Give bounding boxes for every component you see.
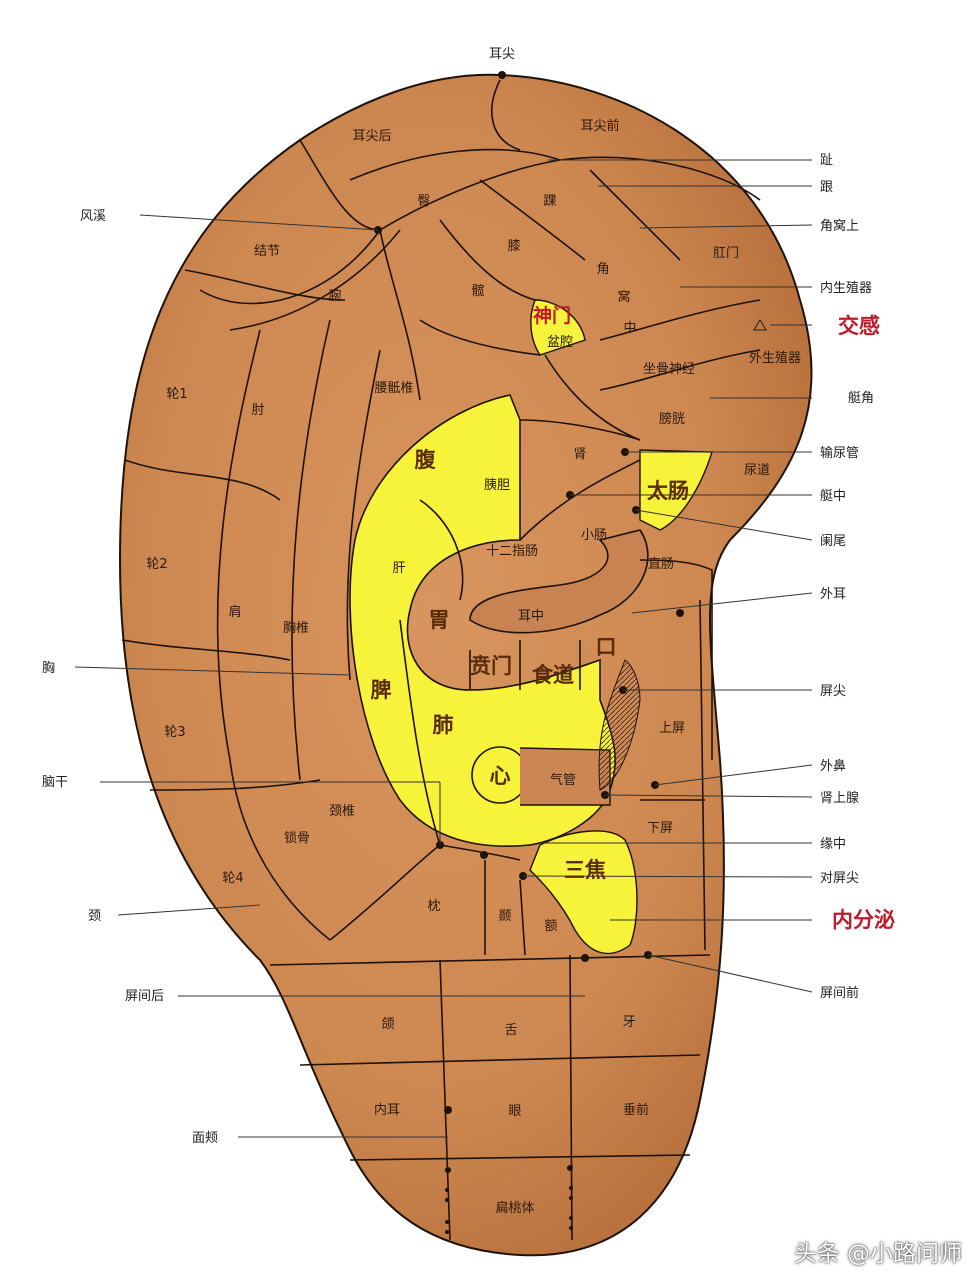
region-label: 眼 (508, 1104, 521, 1119)
label-left: 屏间后 (125, 989, 164, 1004)
region-label: 尿道 (744, 463, 770, 478)
region-label: 腕 (328, 288, 341, 304)
label-right: 外鼻 (820, 758, 846, 774)
region-label: 心 (490, 764, 511, 788)
region-label: 髋 (471, 283, 484, 299)
label-right: 角窝上 (820, 218, 859, 234)
region-label: 腹 (415, 448, 437, 472)
label-left: 风溪 (80, 209, 106, 224)
region-label: 坐骨神经 (643, 362, 695, 377)
region-label: 肛门 (713, 246, 739, 261)
region-label: 神门 (533, 304, 571, 327)
leader-lines (74, 159, 813, 1138)
region-label: 口 (596, 635, 617, 659)
label-red-sympathetic: 交感 (838, 314, 880, 338)
region-label: 枕 (427, 899, 440, 914)
ear-outline (118, 73, 813, 1257)
region-label: 肘 (251, 403, 264, 418)
label-left: 胸 (42, 661, 55, 676)
label-left: 脑干 (42, 775, 68, 790)
label-right: 艇中 (820, 489, 846, 504)
right-labels: 趾 跟 角窝上 内生殖器 输尿管 艇中 阑尾 外耳 屏尖 外鼻 肾上腺 缘中 对… (820, 153, 895, 1001)
label-right: 缘中 (820, 837, 846, 852)
label-right: 肾上腺 (820, 791, 859, 806)
crus-of-helix (469, 529, 649, 634)
region-label: 额 (544, 919, 557, 934)
region-label: 膀胱 (659, 411, 685, 427)
region-label: 颞 (498, 909, 511, 924)
inner-small-labels: 耳尖后 耳尖前 结节 腕 轮1 轮2 肘 肩 轮3 锁骨 轮4 颈椎 胸椎 腰骶… (146, 118, 801, 1216)
region-label: 窝 (617, 289, 630, 305)
watermark: 头条 @小路问师 (793, 1241, 962, 1267)
region-label: 舌 (504, 1023, 517, 1038)
region-label: 气管 (550, 772, 576, 788)
lobule-dots (445, 1186, 573, 1234)
label-right: 外耳 (820, 587, 846, 602)
region-label: 小肠 (581, 528, 607, 543)
region-label: 肩 (228, 604, 241, 620)
endocrine-yellow (529, 830, 638, 955)
label-right: 对屏尖 (820, 871, 859, 886)
region-label: 轮1 (166, 387, 187, 402)
region-label: 轮2 (146, 557, 167, 572)
region-label: 胃 (429, 608, 450, 632)
label-red-endocrine: 内分泌 (832, 908, 895, 932)
label-right: 内生殖器 (820, 280, 872, 296)
region-label: 扁桃体 (495, 1201, 534, 1216)
region-label: 耳尖前 (580, 118, 619, 134)
label-right: 屏间前 (820, 985, 859, 1001)
colon-yellow (639, 449, 713, 531)
region-label: 膝 (507, 239, 520, 254)
region-label: 中 (623, 321, 636, 336)
label-right: 趾 (820, 153, 833, 168)
region-label: 肺 (433, 713, 454, 737)
region-label: 胰胆 (484, 478, 510, 493)
region-label: 肾 (573, 447, 586, 462)
region-label: 锁骨 (284, 830, 310, 846)
shenmen-yellow (530, 299, 586, 356)
region-label: 颌 (381, 1017, 394, 1032)
region-label: 三焦 (564, 858, 606, 882)
region-label: 肝 (392, 561, 405, 576)
label-right: 艇角 (848, 391, 874, 406)
triangle-icon (753, 319, 767, 331)
region-label: 颈椎 (329, 804, 355, 819)
region-label: 食道 (532, 663, 574, 687)
region-label: 轮4 (222, 871, 243, 886)
region-label: 胸椎 (283, 621, 309, 636)
region-label: 上屏 (659, 721, 685, 736)
label-right: 输尿管 (820, 445, 859, 461)
region-label: 内耳 (374, 1102, 400, 1118)
region-label: 垂前 (623, 1102, 649, 1118)
region-label: 耳尖后 (352, 129, 391, 144)
tragus-hatch (598, 659, 641, 791)
left-labels: 风溪 胸 脑干 颈 屏间后 面颊 (42, 209, 218, 1146)
region-label: 角 (596, 262, 609, 277)
region-label: 牙 (622, 1015, 635, 1030)
region-label: 盆腔 (547, 335, 573, 350)
region-label: 腰骶椎 (374, 381, 413, 396)
label-right: 屏尖 (820, 684, 846, 699)
region-label: 下屏 (647, 821, 673, 836)
label-right: 跟 (820, 180, 833, 195)
region-label: 结节 (254, 244, 280, 259)
region-label: 脾 (371, 678, 392, 702)
label-right: 阑尾 (820, 534, 846, 549)
label-left: 颈 (88, 909, 101, 924)
inner-big-labels: 腹 胃 脾 肺 贲门 食道 口 心 太肠 三焦 神门 (371, 304, 690, 882)
region-label: 轮3 (164, 725, 185, 740)
region-label: 贲门 (470, 654, 512, 678)
label-ear-apex: 耳尖 (489, 47, 515, 62)
concha-yellow-region (349, 394, 616, 847)
region-label: 十二指肠 (486, 544, 538, 559)
region-label: 直肠 (648, 557, 674, 572)
region-label: 踝 (543, 194, 556, 209)
label-left: 面颊 (192, 1131, 218, 1146)
region-label: 臀 (417, 194, 430, 209)
region-label: 耳中 (518, 609, 544, 624)
region-label: 太肠 (647, 479, 689, 503)
region-label: 外生殖器 (749, 350, 801, 366)
